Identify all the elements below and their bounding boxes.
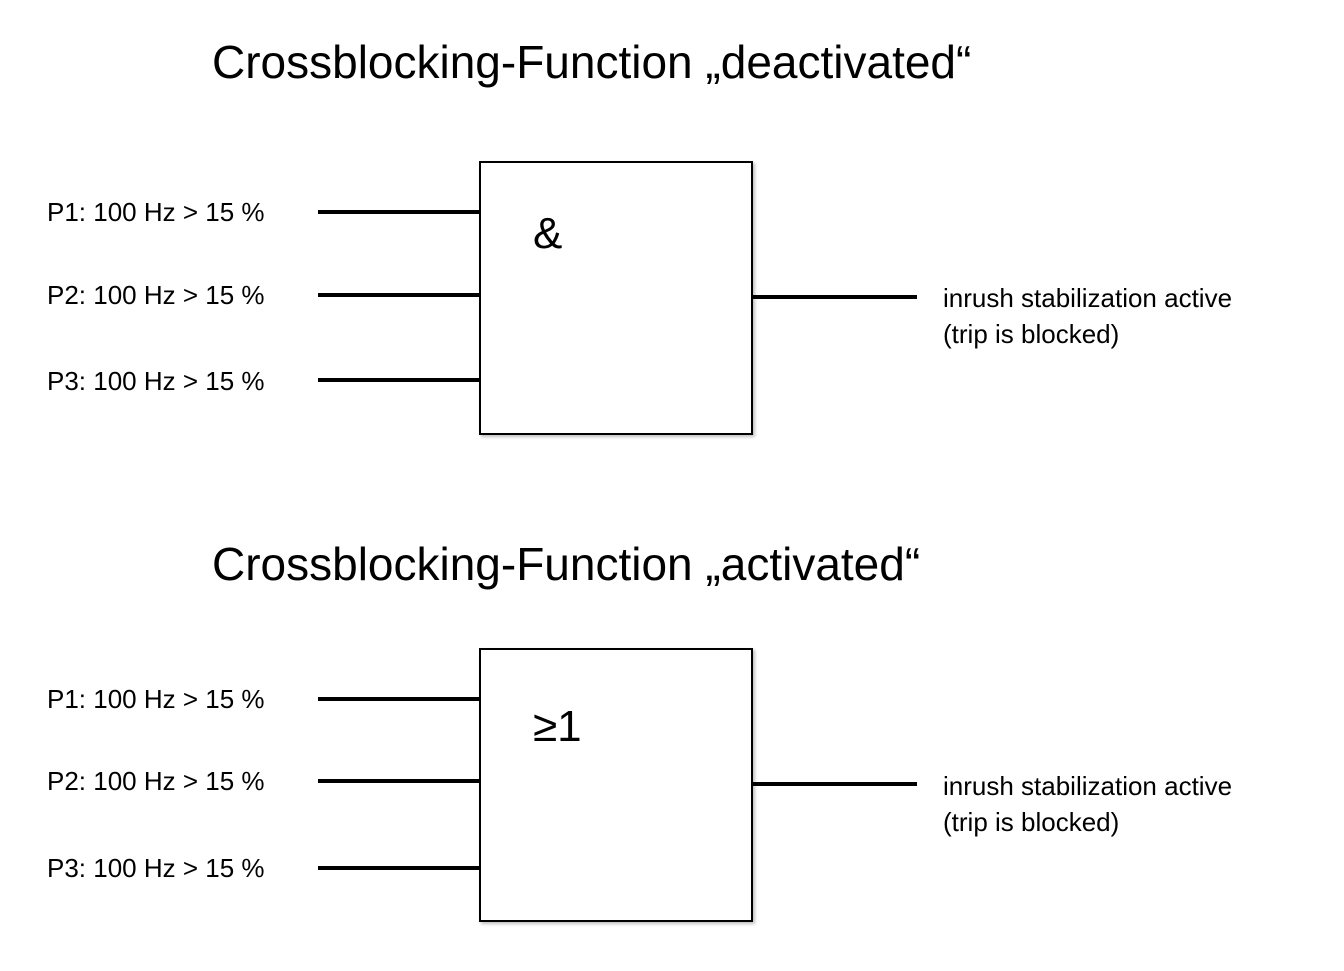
diagram-activated: Crossblocking-Function „activated“ P1: 1… [0,488,1344,971]
output-label-line1: inrush stabilization active [943,283,1233,313]
output-label-line1: inrush stabilization active [943,771,1233,801]
input-label-p2: P2: 100 Hz > 15 % [47,280,265,310]
diagram-title: Crossblocking-Function „deactivated“ [212,36,972,88]
input-line-p3 [318,378,480,382]
input-line-p1 [318,210,480,214]
input-label-p1: P1: 100 Hz > 15 % [47,197,265,227]
diagram-title: Crossblocking-Function „activated“ [212,538,921,590]
output-line [753,782,917,786]
input-line-p2 [318,779,480,783]
input-label-p1: P1: 100 Hz > 15 % [47,684,265,714]
input-label-p3: P3: 100 Hz > 15 % [47,853,265,883]
output-line [753,295,917,299]
gate-symbol: & [533,209,563,258]
or-gate: ≥1 [479,648,753,922]
output-label: inrush stabilization active (trip is blo… [943,768,1232,840]
input-label-p2: P2: 100 Hz > 15 % [47,766,265,796]
output-label-line2: (trip is blocked) [943,807,1120,837]
input-line-p3 [318,866,480,870]
gate-symbol: ≥1 [533,702,582,751]
input-label-p3: P3: 100 Hz > 15 % [47,366,265,396]
output-label-line2: (trip is blocked) [943,319,1120,349]
diagram-deactivated: Crossblocking-Function „deactivated“ P1:… [0,0,1344,483]
output-label: inrush stabilization active (trip is blo… [943,280,1232,352]
input-line-p1 [318,697,480,701]
and-gate: & [479,161,753,435]
input-line-p2 [318,293,480,297]
